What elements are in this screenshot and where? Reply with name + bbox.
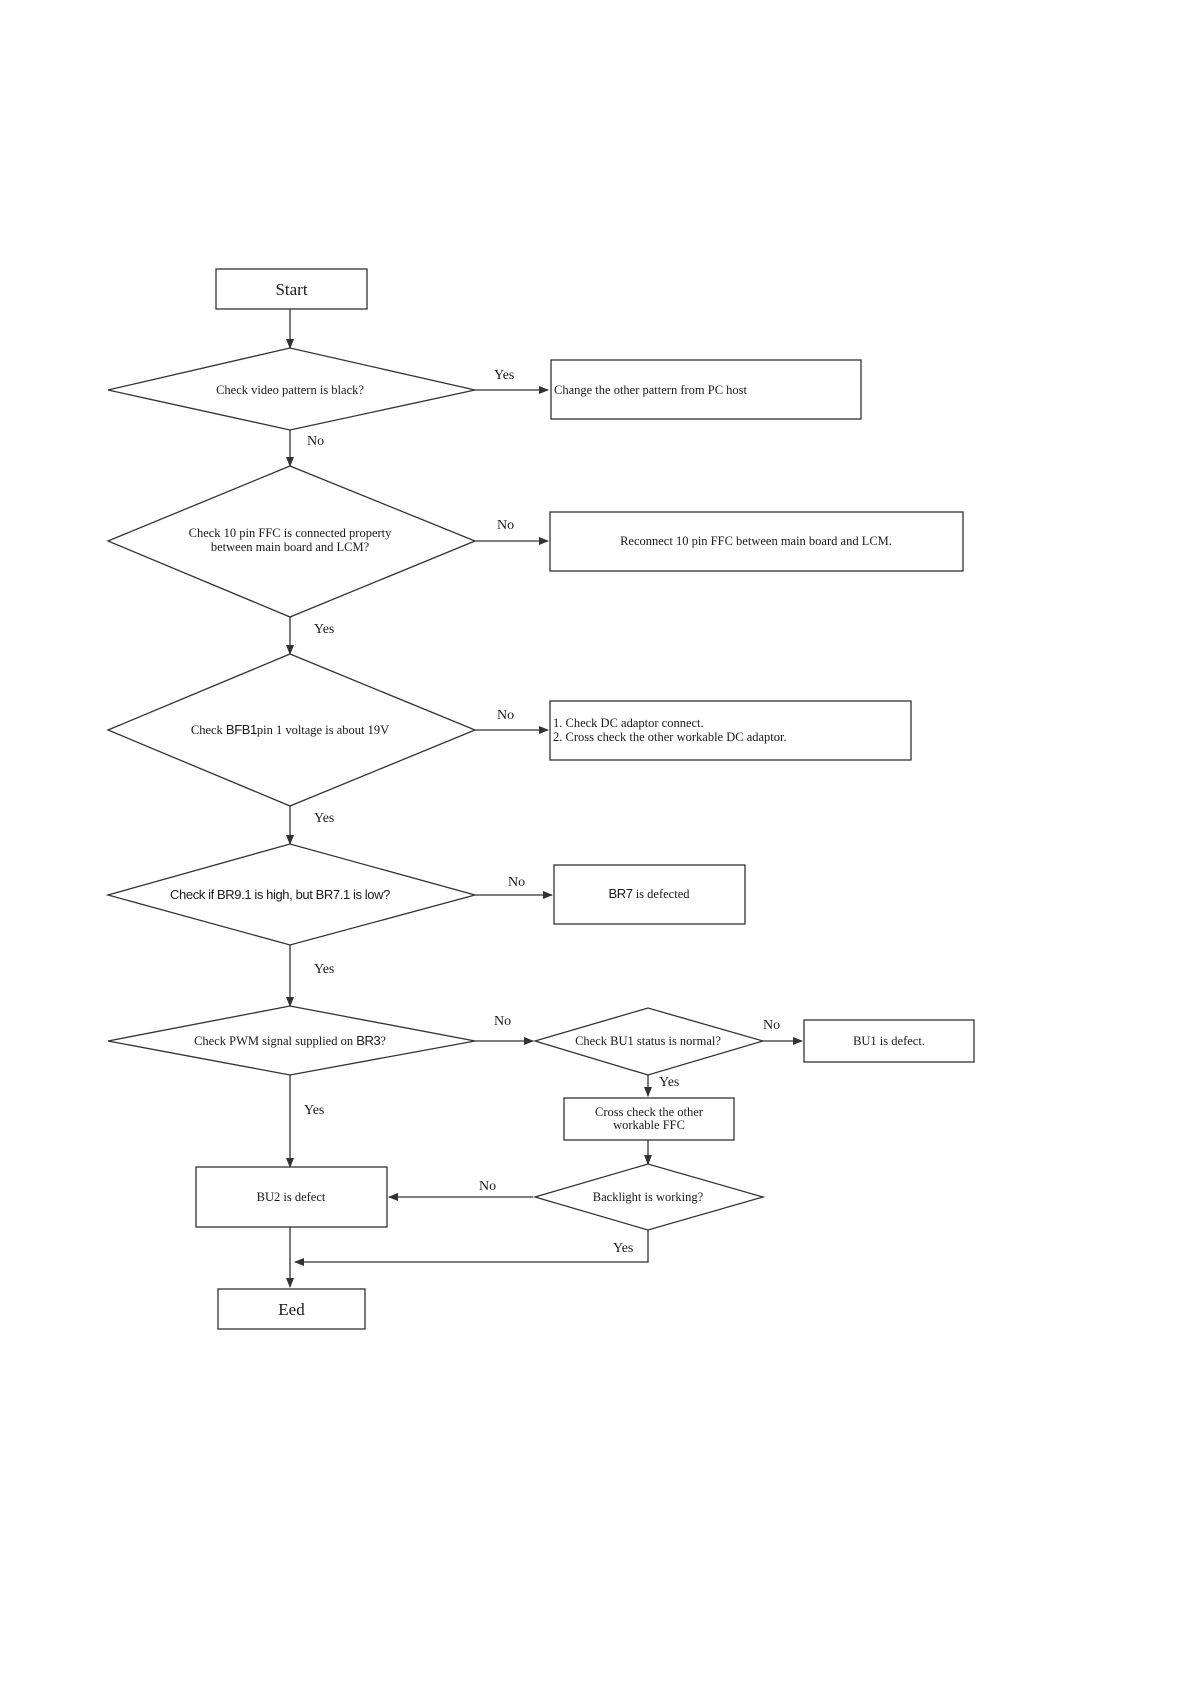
label-ffc-no: No [497,518,514,533]
action-br7-defected: BR7 is defected [553,864,746,925]
label-br9-no: No [508,875,525,890]
action-change-pattern-text: Change the other pattern from PC host [554,383,748,397]
decision-video-black: Check video pattern is black? [107,347,476,431]
decision-backlight: Backlight is working? [532,1163,766,1231]
start-node: Start [215,268,368,310]
action-dc-line2: 2. Cross check the other workable DC ada… [553,730,787,744]
connectors [286,309,803,1288]
decision-br9: Check if BR9.1 is high, but BR7.1 is low… [105,843,478,946]
decision-br9-text: Check if BR9.1 is high, but BR7.1 is low… [170,887,390,902]
decision-ffc: Check 10 pin FFC is connected property b… [106,465,477,618]
decision-pwm-text: Check PWM signal supplied on BR3? [194,1033,386,1048]
label-bfb1-no: No [497,708,514,723]
action-cross-ffc: Cross check the other workable FFC [563,1097,735,1141]
decision-video-black-text: Check video pattern is black? [216,383,364,397]
label-br9-yes: Yes [314,962,334,977]
label-backlight-yes: Yes [613,1241,633,1256]
action-change-pattern: Change the other pattern from PC host [550,359,862,420]
label-pwm-no: No [494,1014,511,1029]
action-dc-line1: 1. Check DC adaptor connect. [553,716,704,730]
decision-bu1: Check BU1 status is normal? [532,1007,766,1076]
decision-backlight-text: Backlight is working? [593,1190,704,1204]
action-bu2-defect-text: BU2 is defect [257,1190,326,1204]
action-cross-ffc-line1: Cross check the other [595,1105,704,1119]
action-bu2-defect: BU2 is defect [195,1166,388,1228]
decision-bfb1-text: Check BFB1pin 1 voltage is about 19V [191,722,389,737]
decision-bfb1: Check BFB1pin 1 voltage is about 19V [106,653,477,807]
label-bu1-yes: Yes [659,1075,679,1090]
action-dc-adaptor: 1. Check DC adaptor connect. 2. Cross ch… [549,700,912,761]
end-label: Eed [278,1300,305,1319]
label-ffc-yes: Yes [314,622,334,637]
decision-ffc-line2: between main board and LCM? [211,540,370,554]
label-video-no: No [307,434,324,449]
decision-ffc-line1: Check 10 pin FFC is connected property [189,526,392,540]
start-label: Start [275,280,307,299]
label-bfb1-yes: Yes [314,811,334,826]
action-br7-text: BR7 is defected [608,886,690,901]
action-reconnect-ffc: Reconnect 10 pin FFC between main board … [549,511,964,572]
decision-pwm: Check PWM signal supplied on BR3? [107,1005,476,1076]
label-pwm-yes: Yes [304,1103,324,1118]
label-backlight-no: No [479,1179,496,1194]
action-reconnect-ffc-text: Reconnect 10 pin FFC between main board … [620,534,892,548]
end-node: Eed [217,1288,366,1330]
decision-bu1-text: Check BU1 status is normal? [575,1034,721,1048]
label-bu1-no: No [763,1018,780,1033]
action-cross-ffc-line2: workable FFC [613,1118,685,1132]
action-bu1-defect: BU1 is defect. [803,1019,975,1063]
action-bu1-defect-text: BU1 is defect. [853,1034,925,1048]
label-video-yes: Yes [494,368,514,383]
connector-backlight-yes [294,1230,649,1266]
